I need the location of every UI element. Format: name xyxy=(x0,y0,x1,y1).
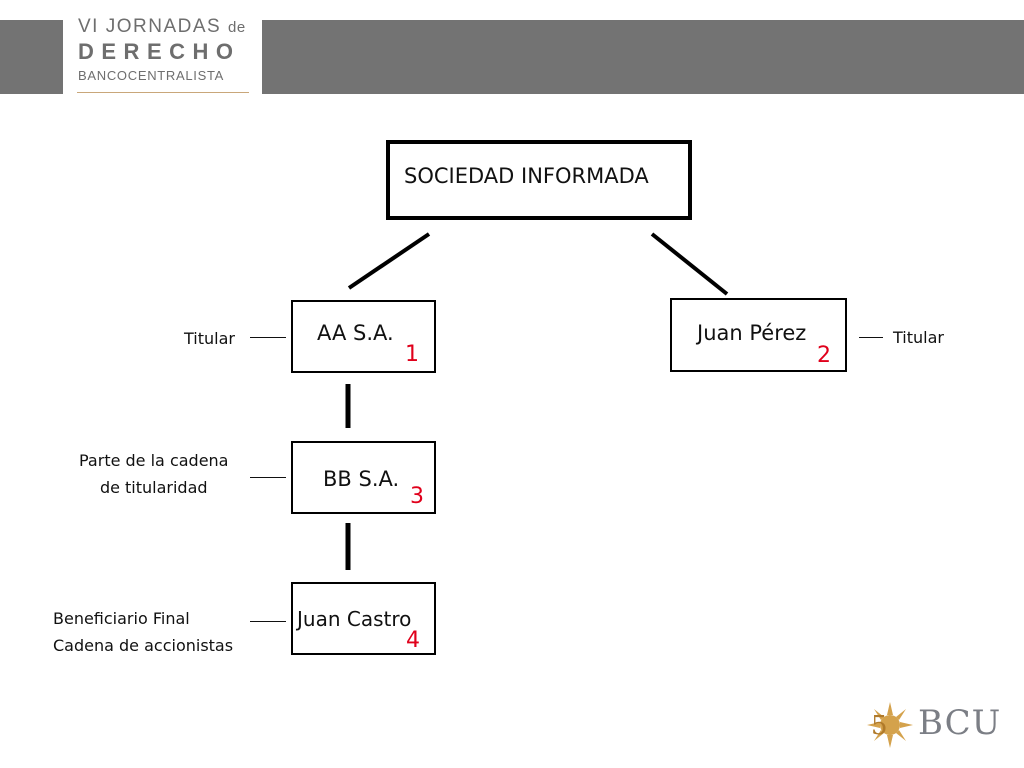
connector-root-juan-perez xyxy=(650,232,729,296)
emblem-digit: 5 xyxy=(871,711,888,741)
node-juan-perez-number: 2 xyxy=(817,343,831,368)
node-aa-box: AA S.A. 1 xyxy=(291,300,436,373)
node-bb-label: BB S.A. xyxy=(323,467,400,491)
connector-root-aa xyxy=(347,232,431,290)
side-text-juan-castro: Beneficiario Final Cadena de accionistas xyxy=(53,605,233,659)
node-bb-number: 3 xyxy=(410,484,424,509)
logo-line-1-suffix: de xyxy=(227,19,246,36)
logo-line-3: BANCOCENTRALISTA xyxy=(78,68,225,83)
event-logo: VI JORNADAS de DERECHO BANCOCENTRALISTA xyxy=(63,0,262,96)
root-node-box: SOCIEDAD INFORMADA xyxy=(386,140,692,220)
tick-juan-perez xyxy=(859,337,883,338)
tick-aa xyxy=(250,337,286,338)
bcu-logo: 5 BCU xyxy=(864,700,1004,750)
node-bb-box: BB S.A. 3 xyxy=(291,441,436,514)
tick-bb xyxy=(250,477,286,478)
node-juan-castro-number: 4 xyxy=(406,628,420,653)
side-text-aa: Titular xyxy=(184,325,235,352)
side-text-juan-perez-line-1: Titular xyxy=(893,328,944,347)
logo-line-2: DERECHO xyxy=(78,39,241,64)
root-node-label: SOCIEDAD INFORMADA xyxy=(404,164,649,188)
node-juan-castro-box: Juan Castro 4 xyxy=(291,582,436,655)
tick-juan-castro xyxy=(250,621,286,622)
side-text-aa-line-1: Titular xyxy=(184,329,235,348)
logo-line-1-text: VI JORNADAS xyxy=(78,16,222,37)
logo-line-1: VI JORNADAS de xyxy=(78,16,246,38)
side-text-bb-line-1: Parte de la cadena xyxy=(79,451,229,470)
node-juan-perez-box: Juan Pérez 2 xyxy=(670,298,847,372)
node-juan-perez-label: Juan Pérez xyxy=(697,321,807,345)
side-text-bb-line-2: de titularidad xyxy=(99,478,208,497)
side-text-juan-castro-line-2: Cadena de accionistas xyxy=(53,636,234,655)
side-text-juan-castro-line-1: Beneficiario Final xyxy=(53,609,190,628)
node-aa-label: AA S.A. xyxy=(317,321,394,345)
logo-rule xyxy=(77,92,249,93)
bcu-brand-text: BCU xyxy=(918,703,1002,743)
side-text-juan-perez: Titular xyxy=(893,324,944,351)
node-aa-number: 1 xyxy=(405,342,419,367)
node-juan-castro-label: Juan Castro xyxy=(297,607,412,631)
side-text-bb: Parte de la cadena de titularidad xyxy=(79,447,228,501)
sun-emblem-icon: 5 xyxy=(867,702,913,748)
